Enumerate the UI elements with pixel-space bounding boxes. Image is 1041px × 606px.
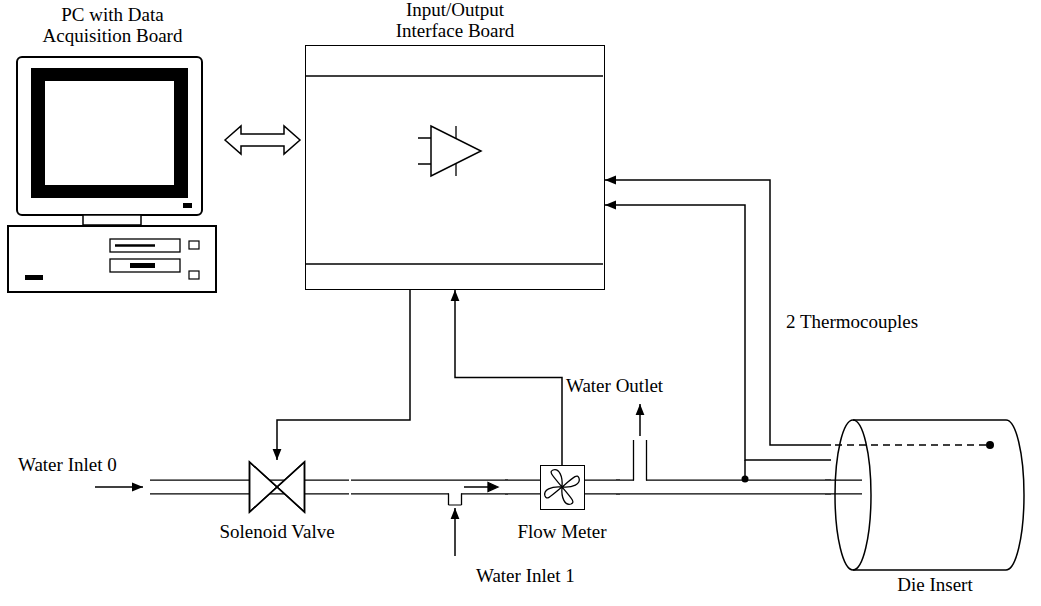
control-wire [277,290,410,460]
valve-symbol [217,460,337,516]
computer-icon [5,5,220,295]
node-label: PC with Data Acquisition Board [20,5,205,47]
solenoid-valve: Solenoid Valve [203,460,351,552]
outlet-arrow [639,404,641,436]
node-label: Flow Meter [508,522,616,543]
tee-junction [449,488,462,505]
amplifier-symbol [306,46,603,288]
annotation-label: Water Outlet [566,376,663,397]
flow-meter: Flow Meter [508,465,616,547]
node-label: Input/Output Interface Board [370,0,540,42]
node-label: Die Insert [831,575,1039,596]
pipe-bore [351,481,508,494]
annotation-label: Water Inlet 1 [476,566,575,587]
die-insert: Die Insert [831,418,1039,603]
fan-symbol [541,466,583,508]
flow-arrow [464,483,498,492]
interface-board: Input/Output Interface Board [305,0,605,290]
signal-wire [455,290,562,465]
annotation-label: Water Inlet 0 [18,455,117,476]
water-pipe [616,480,831,495]
pipe-bore [616,481,831,494]
inlet-arrow [95,486,143,488]
thermocouple-wire [605,205,831,460]
data-link-arrow [225,126,300,154]
board-outline [305,45,605,290]
water-pipe [351,480,508,495]
annotation-label: 2 Thermocouples [786,312,918,333]
meter-box [540,465,585,510]
die-cylinder [831,418,1031,574]
computer-node: PC with Data Acquisition Board [5,5,220,295]
inlet-arrow [454,508,456,556]
node-label: Solenoid Valve [203,522,351,543]
thermocouple-lead [742,441,995,483]
outlet-branch [634,440,647,483]
